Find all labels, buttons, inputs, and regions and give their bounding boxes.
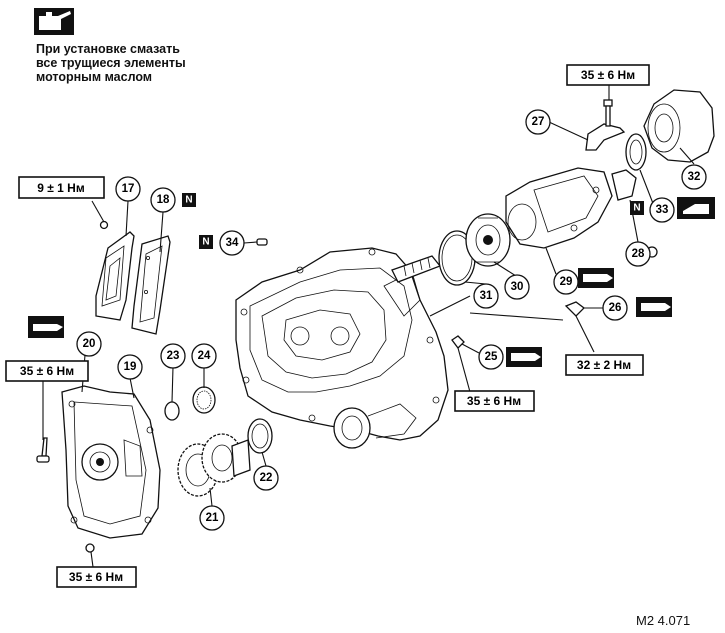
svg-text:9 ± 1 Нм: 9 ± 1 Нм	[37, 181, 85, 195]
svg-text:19: 19	[124, 361, 137, 373]
callout-24: 24	[191, 343, 217, 369]
bracket-27	[585, 123, 626, 151]
svg-text:21: 21	[206, 512, 219, 524]
svg-text:27: 27	[532, 116, 545, 128]
note-line-2: все трущиеся элементы	[36, 56, 186, 70]
new-part-badge: N	[182, 193, 196, 207]
new-part-badge: N	[630, 201, 644, 215]
svg-text:32 ± 2 Нм: 32 ± 2 Нм	[577, 358, 631, 372]
bolt-top	[603, 99, 613, 127]
bolt-small	[99, 220, 109, 230]
svg-text:28: 28	[632, 248, 645, 260]
callout-22: 22	[253, 465, 279, 491]
oil-can-icon	[34, 8, 74, 35]
callout-23: 23	[160, 343, 186, 369]
figure-code: M2 4.071	[636, 613, 691, 628]
drain-plug-26	[564, 301, 585, 317]
grease-tube-icon	[506, 347, 542, 367]
bolt-bottom	[85, 543, 95, 553]
oil-seal-33	[625, 133, 647, 171]
gasket-18	[131, 235, 171, 335]
svg-text:35 ± 6 Нм: 35 ± 6 Нм	[69, 570, 123, 584]
cover-plate-17	[95, 231, 135, 321]
svg-text:29: 29	[560, 276, 573, 288]
svg-text:35 ± 6 Нм: 35 ± 6 Нм	[20, 364, 74, 378]
svg-text:24: 24	[198, 350, 211, 362]
svg-text:34: 34	[226, 237, 239, 249]
callout-26: 26	[602, 295, 628, 321]
torque-label-9: 9 ± 1 Нм	[18, 176, 105, 199]
svg-text:N: N	[633, 203, 640, 214]
callout-28: 28	[625, 241, 651, 267]
bolt-center-25	[451, 335, 465, 349]
svg-text:N: N	[202, 237, 209, 248]
callout-18: 18	[150, 187, 176, 213]
rear-cover-19	[61, 385, 161, 539]
svg-text:35 ± 6 Нм: 35 ± 6 Нм	[467, 394, 521, 408]
svg-text:32: 32	[688, 171, 701, 183]
callout-31: 31	[473, 283, 499, 309]
gear-cluster-21	[177, 433, 251, 497]
callout-27: 27	[525, 109, 551, 135]
callout-20: 20	[76, 331, 102, 357]
bolt-left	[36, 437, 50, 463]
oil-can-icon	[677, 197, 715, 219]
note-line-1: При установке смазать	[36, 42, 180, 56]
pin-34	[256, 238, 268, 246]
svg-text:22: 22	[260, 472, 273, 484]
svg-text:18: 18	[157, 194, 170, 206]
new-part-badge: N	[199, 235, 213, 249]
torque-label-35-mid: 35 ± 6 Нм	[454, 390, 535, 412]
svg-text:26: 26	[609, 302, 622, 314]
callout-25: 25	[478, 344, 504, 370]
lubrication-note: При установке смазать все трущиеся элеме…	[36, 42, 226, 84]
torque-label-32: 32 ± 2 Нм	[565, 354, 644, 376]
grease-tube-icon	[28, 316, 64, 338]
callout-34: 34	[219, 230, 245, 256]
dust-boot-32	[643, 89, 715, 163]
callout-30: 30	[504, 274, 530, 300]
svg-text:33: 33	[656, 204, 669, 216]
callout-19: 19	[117, 354, 143, 380]
svg-text:35 ± 6 Нм: 35 ± 6 Нм	[581, 68, 635, 82]
pump-30	[465, 213, 511, 267]
bushing-23	[164, 401, 180, 421]
note-line-3: моторным маслом	[36, 70, 153, 84]
svg-text:23: 23	[167, 350, 180, 362]
needle-bearing-24	[192, 386, 216, 414]
svg-text:17: 17	[122, 183, 135, 195]
callout-17: 17	[115, 176, 141, 202]
svg-text:20: 20	[83, 338, 96, 350]
svg-text:25: 25	[485, 351, 498, 363]
callout-29: 29	[553, 269, 579, 295]
grease-tube-icon	[636, 297, 672, 317]
svg-text:31: 31	[480, 290, 493, 302]
torque-label-35-top: 35 ± 6 Нм	[566, 64, 650, 86]
torque-label-35-bottom: 35 ± 6 Нм	[56, 566, 137, 588]
svg-text:30: 30	[511, 281, 524, 293]
transfer-case-housing	[235, 247, 449, 449]
leader-lines	[42, 84, 695, 568]
callout-33: 33	[649, 197, 675, 223]
torque-label-35-left: 35 ± 6 Нм	[5, 360, 89, 382]
callout-32: 32	[681, 164, 707, 190]
svg-text:N: N	[185, 195, 192, 206]
grease-tube-icon	[578, 268, 614, 288]
extension-housing-29	[505, 167, 613, 249]
callout-21: 21	[199, 505, 225, 531]
washer-22	[247, 418, 273, 454]
